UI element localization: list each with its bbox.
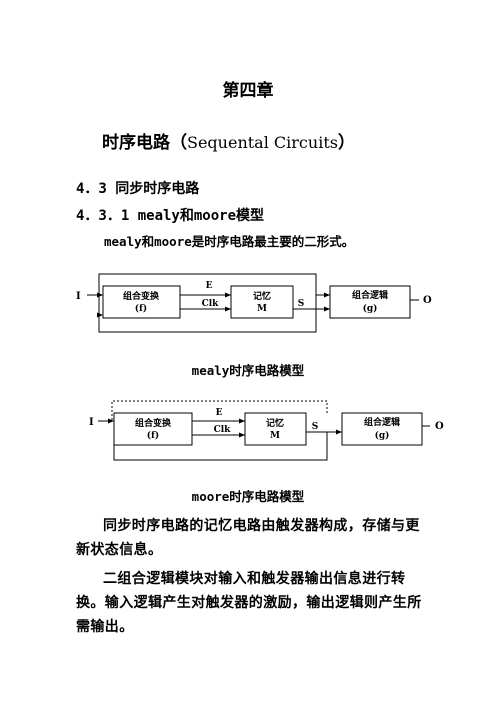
paragraph-memory-text: 同步时序电路的记忆电路由触发器构成，存储与更新状态信息。 <box>76 518 420 558</box>
moore-block-m <box>244 412 307 446</box>
paragraph-logic-text: 二组合逻辑模块对输入和触发器输出信息进行转换。输入逻辑产生对触发器的激励，输出逻… <box>76 571 422 635</box>
moore-caption: moore时序电路模型 <box>191 489 305 504</box>
moore-diagram: I 组合变换 (f) E Clk 记忆 M S 组合逻辑 (g) O <box>89 400 444 461</box>
mealy-output-label: O <box>423 295 432 306</box>
mealy-signal-clk: Clk <box>202 299 220 309</box>
arrow-icon <box>108 418 114 424</box>
mealy-diagram: I 组合变换 (f) E Clk 记忆 M S 组合逻辑 (g) O <box>76 273 432 333</box>
moore-block-f-sub: (f) <box>147 430 159 441</box>
arrow-icon <box>239 432 245 438</box>
intro-text: mealy和moore是时序电路最主要的二形式。 <box>104 234 355 249</box>
chapter-heading: 第四章 <box>222 81 274 101</box>
arrow-icon <box>324 306 330 312</box>
chapter-title: 时序电路（Sequental Circuits） <box>102 128 355 153</box>
moore-feedback-loop <box>113 432 328 461</box>
mealy-signal-s: S <box>298 299 305 309</box>
mealy-block-m-title: 记忆 <box>253 290 271 302</box>
moore-dotted-path <box>111 400 328 420</box>
mealy-input-label: I <box>76 291 81 302</box>
arrow-icon <box>324 292 330 298</box>
mealy-block-g-sub: (g) <box>363 303 378 314</box>
arrow-icon <box>225 306 231 312</box>
arrow-icon <box>336 429 342 435</box>
chapter-title-cn: 时序电路（ <box>102 133 187 153</box>
moore-block-g <box>341 412 423 446</box>
mealy-block-g <box>329 285 411 319</box>
moore-block-m-sub: M <box>270 431 280 441</box>
section-heading-4-3-1: 4．3．1 mealy和moore模型 <box>76 208 265 224</box>
mealy-block-f <box>102 285 181 319</box>
mealy-outer-loop <box>98 273 317 333</box>
mealy-block-g-title: 组合逻辑 <box>352 289 388 301</box>
paragraph-memory: 同步时序电路的记忆电路由触发器构成，存储与更新状态信息。 <box>76 514 424 562</box>
mealy-block-m <box>230 285 294 319</box>
arrow-icon <box>225 292 231 298</box>
mealy-block-m-sub: M <box>257 304 267 314</box>
mealy-signal-e: E <box>206 281 213 291</box>
moore-block-m-title: 记忆 <box>266 417 284 429</box>
mealy-block-f-sub: (f) <box>135 303 147 314</box>
paragraph-logic: 二组合逻辑模块对输入和触发器输出信息进行转换。输入逻辑产生对触发器的激励，输出逻… <box>76 567 424 639</box>
chapter-title-close: ） <box>337 133 355 153</box>
moore-block-g-title: 组合逻辑 <box>364 416 400 428</box>
mealy-block-f-title: 组合变换 <box>123 290 160 302</box>
arrow-icon <box>97 292 103 298</box>
moore-signal-e: E <box>216 408 223 418</box>
moore-output-label: O <box>435 421 444 432</box>
arrow-icon <box>239 418 245 424</box>
chapter-title-en: Sequental Circuits <box>187 133 338 152</box>
moore-block-g-sub: (g) <box>375 430 390 441</box>
mealy-caption: mealy时序电路模型 <box>191 363 305 378</box>
section-heading-4-3: 4．3 同步时序电路 <box>76 181 200 197</box>
moore-input-label: I <box>89 417 94 428</box>
moore-block-f-title: 组合变换 <box>135 417 172 429</box>
moore-signal-s: S <box>312 422 319 432</box>
arrow-icon <box>97 312 103 318</box>
moore-signal-clk: Clk <box>214 425 232 435</box>
moore-block-f <box>113 412 193 446</box>
